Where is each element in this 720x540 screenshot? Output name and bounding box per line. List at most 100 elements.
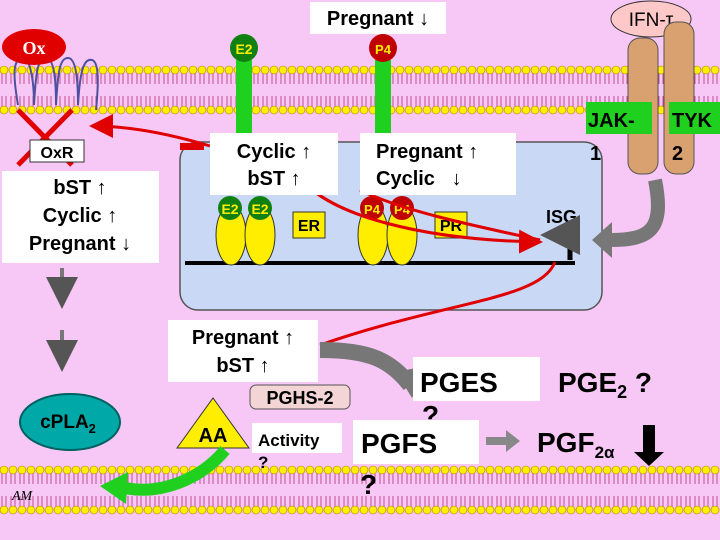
activity-box bbox=[252, 423, 342, 453]
lipid-head bbox=[0, 65, 9, 75]
lipid-head bbox=[359, 65, 369, 75]
lipid-head bbox=[143, 105, 153, 115]
lipid-head bbox=[323, 65, 333, 75]
lipid-head bbox=[404, 505, 414, 515]
lipid-head bbox=[701, 465, 711, 475]
e2-bound-1 bbox=[218, 196, 242, 220]
e2-effect-box bbox=[210, 133, 338, 195]
lipid-head bbox=[422, 105, 432, 115]
lipid-head bbox=[242, 465, 252, 475]
lipid-head bbox=[62, 505, 72, 515]
lipid-head bbox=[269, 465, 279, 475]
ox-label: Ox bbox=[22, 38, 45, 58]
lipid-head bbox=[296, 105, 306, 115]
jak1-box bbox=[586, 102, 652, 134]
lipid-head bbox=[197, 105, 207, 115]
mid-effect-line-2: bST ↑ bbox=[216, 355, 269, 377]
lipid-head bbox=[305, 65, 315, 75]
lipid-head bbox=[683, 505, 693, 515]
isg-promoter-arrow bbox=[540, 215, 580, 260]
lipid-head bbox=[152, 65, 162, 75]
lipid-head bbox=[269, 65, 279, 75]
lipid-head bbox=[422, 505, 432, 515]
lipid-head bbox=[548, 65, 558, 75]
lipid-head bbox=[557, 105, 567, 115]
lipid-head bbox=[413, 505, 423, 515]
lipid-head bbox=[512, 465, 522, 475]
p4-effect-line-1: Pregnant ↑ bbox=[376, 141, 478, 163]
lipid-head bbox=[548, 105, 558, 115]
activity-question: ? bbox=[258, 453, 268, 472]
lipid-head bbox=[494, 505, 504, 515]
lipid-head bbox=[674, 505, 684, 515]
er-box bbox=[292, 211, 326, 239]
lipid-head bbox=[332, 105, 342, 115]
lipid-head bbox=[449, 65, 459, 75]
lipid-head bbox=[116, 65, 126, 75]
lipid-head bbox=[314, 105, 324, 115]
lipid-head bbox=[233, 505, 243, 515]
left-effect-box bbox=[2, 171, 159, 263]
lipid-head bbox=[521, 105, 531, 115]
lipid-head bbox=[413, 65, 423, 75]
lipid-head bbox=[611, 465, 621, 475]
lipid-head bbox=[710, 465, 720, 475]
lipid-head bbox=[620, 465, 630, 475]
lipid-head bbox=[485, 505, 495, 515]
lipid-head bbox=[692, 465, 702, 475]
lipid-head bbox=[134, 105, 144, 115]
lipid-head bbox=[296, 65, 306, 75]
lipid-head bbox=[449, 505, 459, 515]
lipid-head bbox=[386, 465, 396, 475]
lipid-head bbox=[377, 465, 387, 475]
e2-effect-line-2: bST ↑ bbox=[247, 168, 300, 190]
lipid-head bbox=[458, 505, 468, 515]
activity-label: Activity bbox=[258, 431, 320, 450]
top-label: Pregnant ↓ bbox=[327, 8, 429, 30]
aa-triangle bbox=[176, 397, 250, 449]
lipid-head bbox=[431, 65, 441, 75]
lipid-head bbox=[188, 505, 198, 515]
mid-effect-line-1: Pregnant ↑ bbox=[192, 327, 294, 349]
lipid-head bbox=[179, 465, 189, 475]
lipid-head bbox=[296, 465, 306, 475]
lipid-head bbox=[485, 65, 495, 75]
jak-to-isg-arrow bbox=[609, 178, 665, 247]
lipid-head bbox=[566, 105, 576, 115]
lipid-head bbox=[530, 105, 540, 115]
lipid-head bbox=[224, 465, 234, 475]
oxytocin-receptor bbox=[13, 56, 99, 111]
top-cell-membrane bbox=[0, 65, 720, 115]
lipid-head bbox=[44, 505, 54, 515]
lipid-head bbox=[503, 465, 513, 475]
lipid-head bbox=[170, 105, 180, 115]
lipid-head bbox=[17, 65, 27, 75]
lipid-head bbox=[89, 505, 99, 515]
lipid-head bbox=[521, 65, 531, 75]
lipid-head bbox=[98, 105, 108, 115]
lipid-head bbox=[629, 465, 639, 475]
p4-bound-1-label: P4 bbox=[364, 202, 381, 217]
inhibitor-bar bbox=[180, 143, 204, 150]
lipid-head bbox=[422, 65, 432, 75]
lipid-head bbox=[206, 105, 216, 115]
lipid-head bbox=[260, 505, 270, 515]
lipid-head bbox=[710, 65, 720, 75]
lipid-head bbox=[368, 465, 378, 475]
e2-ligand-label: E2 bbox=[235, 41, 252, 57]
lipid-head bbox=[44, 105, 54, 115]
lipid-head bbox=[710, 505, 720, 515]
lipid-head bbox=[611, 505, 621, 515]
lipid-head bbox=[332, 505, 342, 515]
lipid-head bbox=[638, 465, 648, 475]
lipid-head bbox=[548, 505, 558, 515]
lipid-head bbox=[305, 105, 315, 115]
jak1-label: JAK- bbox=[588, 110, 635, 132]
lipid-head bbox=[206, 65, 216, 75]
lipid-head bbox=[80, 105, 90, 115]
am-label: AM bbox=[11, 489, 34, 504]
lipid-head bbox=[125, 505, 135, 515]
lipid-head bbox=[404, 105, 414, 115]
pghs2-label: PGHS-2 bbox=[266, 388, 333, 408]
lipid-head bbox=[440, 65, 450, 75]
